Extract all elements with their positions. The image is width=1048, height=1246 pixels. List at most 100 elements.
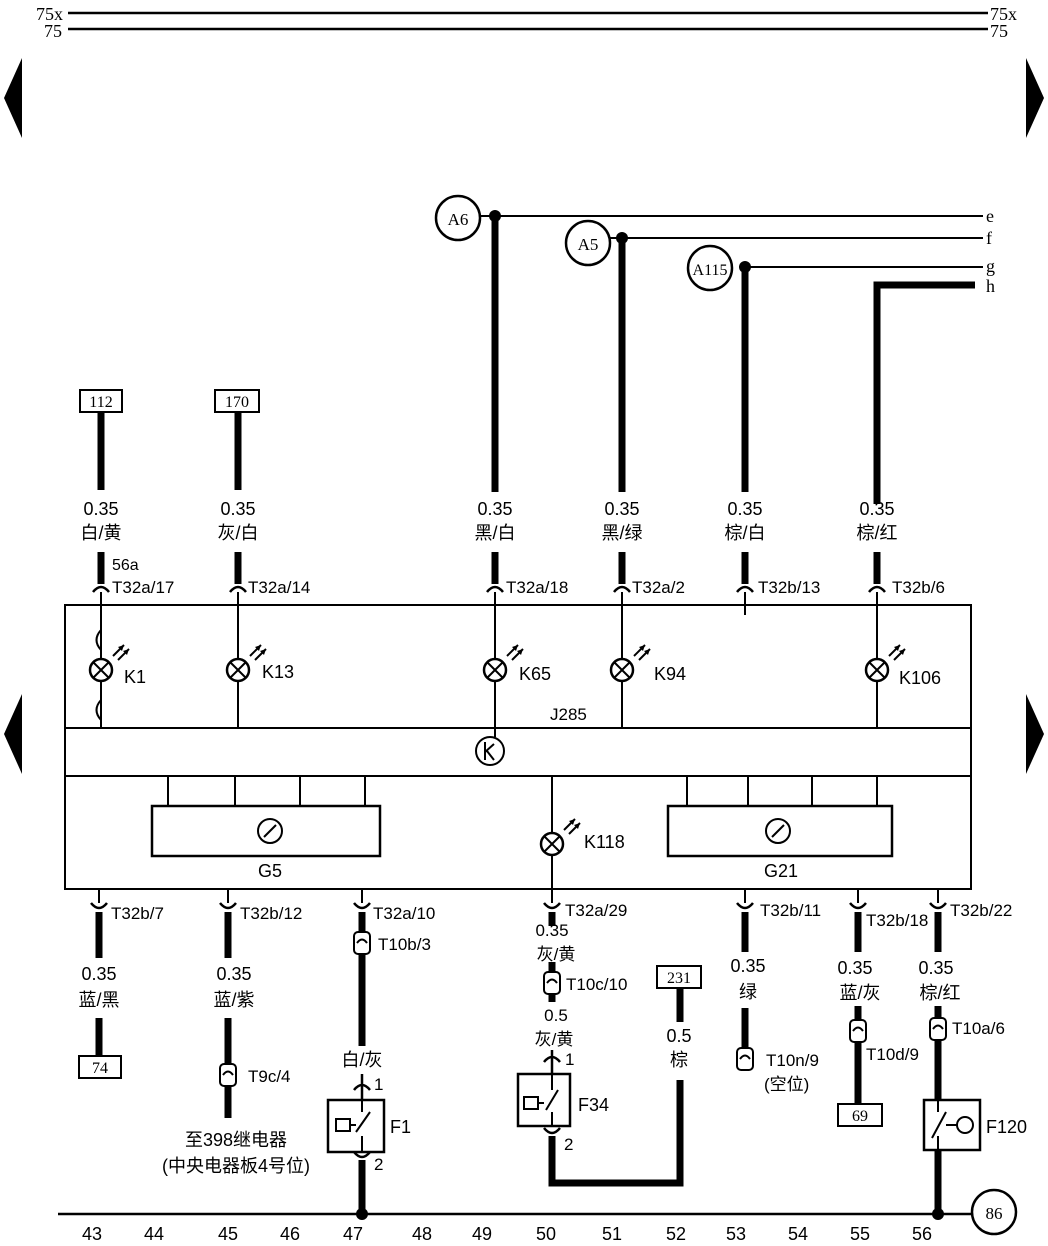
w2-pin: T32a/14 [248, 578, 310, 597]
gauge-icon [257, 818, 283, 844]
col-53: 53 [726, 1224, 746, 1244]
pressure-switch-icon [335, 1100, 371, 1152]
branch-b1: 0.35 蓝/黑 74 [78, 912, 122, 1079]
ref-231: 231 [667, 970, 691, 987]
lamp-k94-icon [609, 644, 651, 683]
branch-b7: 0.35 蓝/灰 T10d/9 69 [837, 912, 919, 1127]
b6-conn: T10n/9 [766, 1051, 819, 1070]
col-48: 48 [412, 1224, 432, 1244]
branch-b5: 231 0.5 棕 [656, 965, 702, 1070]
lamp-k106: K106 [899, 668, 941, 688]
col-44: 44 [144, 1224, 164, 1244]
switch-f1: F1 [390, 1117, 411, 1137]
w6-color: 棕/红 [856, 523, 897, 543]
j285-module: J285 K1 K13 [64, 604, 972, 890]
prev-arrow-icon[interactable] [4, 58, 22, 138]
col-49: 49 [472, 1224, 492, 1244]
column-numbers: 43 44 45 46 47 48 49 50 51 52 53 54 55 5… [82, 1224, 932, 1244]
b5-size: 0.5 [666, 1026, 691, 1046]
gauge-g21: G21 [764, 861, 798, 881]
b4-color2: 灰/黄 [535, 1030, 574, 1049]
lamp-k13-icon [225, 644, 267, 683]
b3-conn: T10b/3 [378, 935, 431, 954]
b2-pin: T32b/12 [240, 904, 302, 923]
b6-color: 绿 [739, 982, 757, 1002]
lamp-k106-icon [864, 644, 906, 683]
w5-pin: T32b/13 [758, 578, 820, 597]
w5-color: 棕/白 [724, 523, 765, 543]
next-arrow-icon[interactable] [1026, 58, 1044, 138]
b2-conn: T9c/4 [248, 1067, 291, 1086]
col-55: 55 [850, 1224, 870, 1244]
col-50: 50 [536, 1224, 556, 1244]
lamp-k65-icon [482, 644, 524, 683]
b4-size: 0.35 [535, 921, 568, 940]
bus-f: f [986, 228, 992, 248]
w1-color: 白/黄 [80, 523, 121, 543]
ref-a6: A6 [448, 210, 469, 229]
bottom-pins: T32b/7 T32b/12 T32a/10 T32a/29 T32b/11 T… [90, 889, 1012, 930]
b7-pin: T32b/18 [866, 911, 928, 930]
w3-size: 0.35 [477, 499, 512, 519]
b4-size2: 0.5 [544, 1006, 568, 1025]
w4-pin: T32a/2 [632, 578, 685, 597]
col-56: 56 [912, 1224, 932, 1244]
b4-p2: 2 [564, 1135, 573, 1154]
b2-color: 蓝/紫 [213, 990, 254, 1010]
w1-size: 0.35 [83, 499, 118, 519]
rail-75-left: 75 [44, 21, 62, 41]
lamp-k65: K65 [519, 664, 551, 684]
ground-bus: 86 [58, 1188, 1018, 1236]
rail-75x-right: 75x [990, 4, 1017, 24]
ref-69: 69 [852, 1108, 868, 1125]
module-j285: J285 [550, 705, 587, 724]
col-52: 52 [666, 1224, 686, 1244]
col-54: 54 [788, 1224, 808, 1244]
ref-a115: A115 [693, 262, 728, 279]
bus-g: g [986, 256, 995, 276]
b3-p1: 1 [374, 1075, 383, 1094]
top-wires: 112 170 0.35 白/黄 0.35 灰/白 0.35 黑/白 0.35 … [79, 216, 945, 605]
w1-pin: T32a/17 [112, 578, 174, 597]
b7-color: 蓝/灰 [839, 983, 880, 1003]
circle-refs: A6 A5 A115 [434, 194, 734, 292]
branch-b8: 0.35 棕/红 T10a/6 F120 [918, 912, 1027, 1214]
lamp-k118: K118 [584, 832, 625, 852]
w4-color: 黑/绿 [601, 523, 642, 543]
lamp-k94: K94 [654, 664, 686, 684]
clock-icon [475, 736, 505, 766]
top-rails: 75x 75 75x 75 [36, 4, 1017, 41]
prev-arrow-icon-lower[interactable] [4, 694, 22, 774]
b1-size: 0.35 [81, 964, 116, 984]
ref-86: 86 [986, 1204, 1003, 1223]
b6-size: 0.35 [730, 956, 765, 976]
b2-note2: (中央电器板4号位) [162, 1156, 310, 1176]
w6-pin: T32b/6 [892, 578, 945, 597]
ref-170: 170 [225, 394, 249, 411]
col-47: 47 [343, 1224, 363, 1244]
b2-size: 0.35 [216, 964, 251, 984]
w3-color: 黑/白 [474, 523, 515, 543]
switch-f120: F120 [986, 1117, 1027, 1137]
b4-p1: 1 [565, 1050, 574, 1069]
b8-size: 0.35 [918, 958, 953, 978]
b8-conn: T10a/6 [952, 1019, 1005, 1038]
b2-note1: 至398继电器 [185, 1130, 287, 1150]
w2-color: 灰/白 [217, 523, 258, 543]
pressure-switch-icon-f34 [523, 1074, 559, 1126]
lamp-k13: K13 [262, 662, 294, 682]
b3-p2: 2 [374, 1155, 383, 1174]
col-51: 51 [602, 1224, 622, 1244]
b4-conn: T10c/10 [566, 975, 627, 994]
branch-b2: 0.35 蓝/紫 T9c/4 至398继电器 (中央电器板4号位) [162, 912, 310, 1176]
next-arrow-icon-lower[interactable] [1026, 694, 1044, 774]
b7-conn: T10d/9 [866, 1045, 919, 1064]
b3-color: 白/灰 [341, 1050, 382, 1070]
rail-75-right: 75 [990, 21, 1008, 41]
switch-f34: F34 [578, 1095, 609, 1115]
w5-size: 0.35 [727, 499, 762, 519]
bus-e: e [986, 206, 994, 226]
ref-112: 112 [89, 394, 112, 411]
branch-b6: 0.35 绿 T10n/9 (空位) [730, 912, 819, 1094]
